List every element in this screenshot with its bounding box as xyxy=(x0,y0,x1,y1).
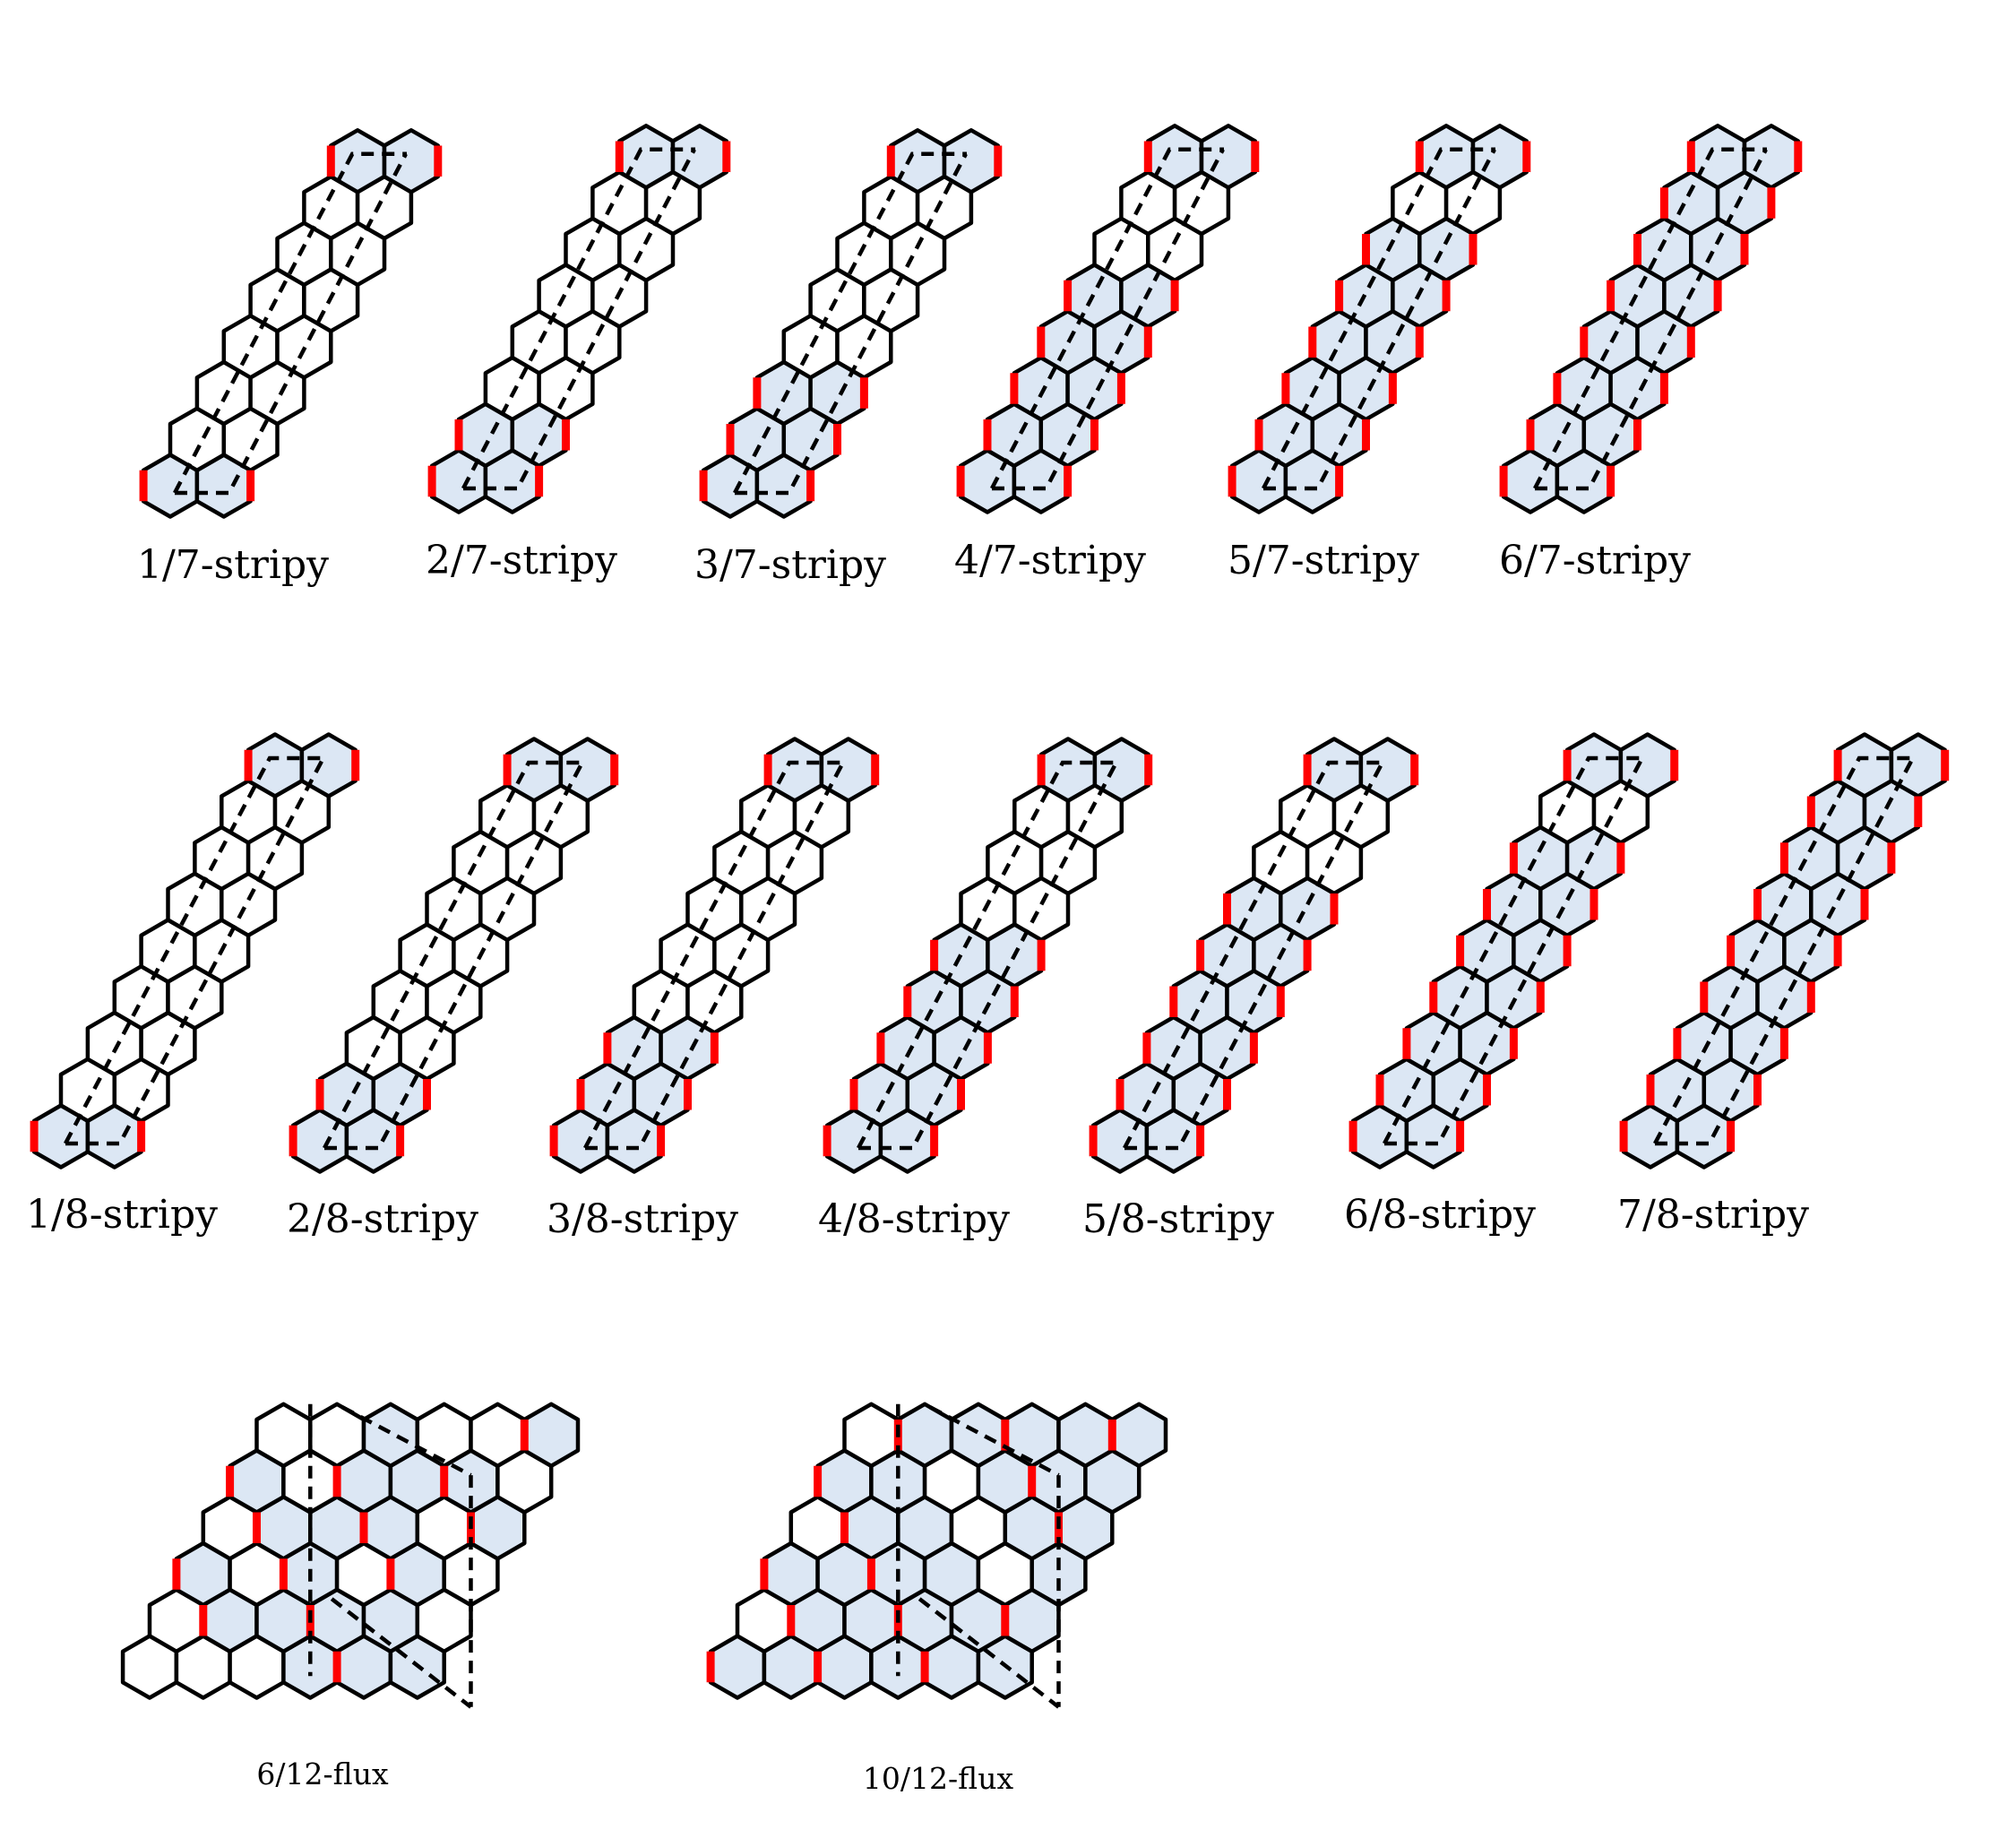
panel-label-6-8-stripy: 6/8-stripy xyxy=(1343,1192,1537,1238)
dashed-unit-cell-line xyxy=(1383,755,1643,1145)
panel-label-2-7-stripy: 2/7-stripy xyxy=(425,538,618,583)
dashed-unit-cell-line xyxy=(461,147,695,490)
panel-label-4-8-stripy: 4/8-stripy xyxy=(817,1196,1011,1242)
dashed-unit-cell-line xyxy=(1124,760,1384,1151)
dashed-unit-cell-line xyxy=(857,760,1117,1150)
shaded-hexagon xyxy=(246,732,305,798)
shaded-hexagon xyxy=(504,737,564,803)
stripy-panel-2-7-stripy xyxy=(427,124,731,514)
stripy-panel-1-7-stripy xyxy=(139,128,443,519)
stripy-panel-6-8-stripy xyxy=(1348,732,1679,1169)
stripy-panel-5-7-stripy xyxy=(1228,124,1531,514)
empty-hexagon xyxy=(254,1402,313,1469)
flux-panel-10-12-flux xyxy=(706,1402,1168,1709)
stripy-panel-7-8-stripy xyxy=(1619,732,1950,1169)
stripy-panel-3-7-stripy xyxy=(699,128,1003,519)
dashed-unit-cell-line xyxy=(1655,755,1915,1146)
empty-hexagon xyxy=(415,1402,473,1469)
stripy-panel-4-7-stripy xyxy=(956,124,1260,514)
shaded-hexagon xyxy=(1835,732,1894,798)
panel-label-5-7-stripy: 5/7-stripy xyxy=(1227,538,1420,583)
dashed-unit-cell-line xyxy=(929,1405,1060,1478)
shaded-hexagon xyxy=(949,1402,1008,1469)
shaded-hexagon xyxy=(382,128,441,194)
dashed-unit-cell-line xyxy=(1262,147,1495,490)
panel-label-6-12-flux: 6/12-flux xyxy=(256,1756,389,1791)
empty-hexagon xyxy=(308,1402,366,1469)
dashed-unit-cell-line xyxy=(585,760,845,1151)
dashed-unit-cell-line xyxy=(341,1405,472,1478)
dashed-unit-cell-line xyxy=(65,755,325,1146)
stripy-panel-6-7-stripy xyxy=(1499,124,1803,514)
panel-label-6-7-stripy: 6/7-stripy xyxy=(1498,538,1692,583)
shaded-hexagon xyxy=(1742,124,1801,190)
dashed-unit-cell-line xyxy=(330,1597,472,1709)
shaded-hexagon xyxy=(522,1402,581,1469)
shaded-hexagon xyxy=(1564,732,1624,798)
shaded-hexagon xyxy=(765,737,824,803)
dashed-unit-cell-line xyxy=(1123,760,1383,1150)
panel-label-1-7-stripy: 1/7-stripy xyxy=(136,542,330,588)
dashed-unit-cell-line xyxy=(918,1597,1060,1709)
dashed-unit-cell-line xyxy=(1653,755,1914,1145)
stripy-panel-5-8-stripy xyxy=(1089,737,1419,1174)
shaded-hexagon xyxy=(1003,1402,1061,1469)
shaded-hexagon xyxy=(896,1402,954,1469)
shaded-hexagon xyxy=(1038,737,1098,803)
shaded-hexagon xyxy=(1110,1402,1168,1469)
panel-label-1-8-stripy: 1/8-stripy xyxy=(25,1192,219,1238)
dashed-unit-cell-line xyxy=(733,151,967,495)
panel-label-5-8-stripy: 5/8-stripy xyxy=(1081,1196,1275,1242)
panel-label-4-7-stripy: 4/7-stripy xyxy=(953,538,1147,583)
panel-label-3-8-stripy: 3/8-stripy xyxy=(546,1196,739,1242)
panel-label-2-8-stripy: 2/8-stripy xyxy=(286,1196,479,1242)
shaded-hexagon xyxy=(1199,124,1258,190)
flux-panel-6-12-flux xyxy=(120,1402,581,1709)
shaded-hexagon xyxy=(942,128,1001,194)
stripy-panel-1-8-stripy xyxy=(30,732,360,1169)
panel-label-10-12-flux: 10/12-flux xyxy=(862,1761,1014,1796)
dashed-unit-cell-line xyxy=(583,760,844,1150)
dashed-unit-cell-line xyxy=(990,147,1224,490)
shaded-hexagon xyxy=(1056,1402,1115,1469)
dashed-unit-cell-line xyxy=(1384,755,1644,1146)
empty-hexagon xyxy=(469,1402,527,1469)
shaded-hexagon xyxy=(1305,737,1364,803)
panel-label-3-7-stripy: 3/7-stripy xyxy=(694,542,887,588)
stripy-panel-4-8-stripy xyxy=(823,737,1153,1174)
shaded-hexagon xyxy=(1470,124,1529,190)
stripy-panel-2-8-stripy xyxy=(289,737,619,1174)
stripy-panel-3-8-stripy xyxy=(549,737,880,1174)
dashed-unit-cell-line xyxy=(1533,147,1767,490)
dashed-unit-cell-line xyxy=(64,755,324,1145)
empty-hexagon xyxy=(842,1402,900,1469)
dashed-unit-cell-line xyxy=(323,760,583,1150)
dashed-unit-cell-line xyxy=(858,760,1118,1151)
shaded-hexagon xyxy=(361,1402,420,1469)
dashed-unit-cell-line xyxy=(324,760,584,1151)
shaded-hexagon xyxy=(670,124,729,190)
panel-label-7-8-stripy: 7/8-stripy xyxy=(1616,1192,1810,1238)
dashed-unit-cell-line xyxy=(173,151,407,495)
